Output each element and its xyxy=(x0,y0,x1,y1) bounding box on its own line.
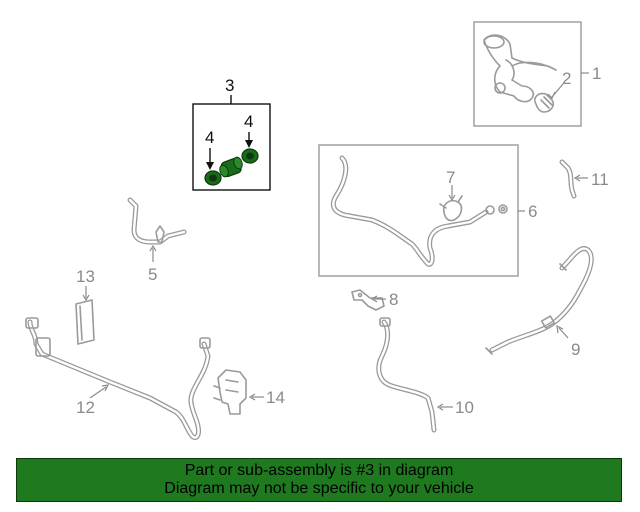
part-group-4b[interactable]: 4 xyxy=(241,112,259,164)
part-9-leader xyxy=(558,327,569,339)
part-4a-label: 4 xyxy=(205,128,214,147)
part-1-reservoir xyxy=(483,34,557,103)
part-3-connector xyxy=(219,156,243,178)
part-10-fitting xyxy=(379,317,391,327)
part-14-bracket xyxy=(217,369,247,415)
part-4b-arrowhead xyxy=(245,140,253,148)
part-4b-seal-ring xyxy=(241,148,259,164)
part-12-fitting-left xyxy=(25,317,39,329)
part-8-bracket xyxy=(351,289,385,311)
part-9-end xyxy=(485,263,567,355)
part-8-arrowhead xyxy=(370,295,378,303)
part-3-box xyxy=(192,103,271,191)
part-6-washer xyxy=(498,204,508,214)
part-11-label: 11 xyxy=(591,170,609,189)
part-9-arrowhead xyxy=(556,324,564,334)
part-8-hole xyxy=(357,292,363,298)
part-8-label: 8 xyxy=(389,290,398,309)
part-group-4a[interactable]: 4 xyxy=(204,128,222,186)
part-9-label: 9 xyxy=(571,340,580,359)
part-12-leader xyxy=(89,386,107,399)
part-1-port xyxy=(494,82,506,94)
part-1-neck xyxy=(483,35,505,49)
part-2-arrowhead xyxy=(547,91,556,100)
part-11-arrowhead xyxy=(573,174,581,182)
part-6-pipe xyxy=(330,155,489,267)
part-9-clip xyxy=(540,315,556,329)
part-5-arrowhead xyxy=(149,244,157,252)
part-4a-seal-ring xyxy=(204,170,222,186)
part-13-plate-edge xyxy=(79,305,83,341)
part-4a-arrowhead xyxy=(206,162,214,170)
part-6-washer-hole xyxy=(500,206,506,212)
part-1-hose xyxy=(511,61,553,69)
part-5-label: 5 xyxy=(148,265,157,284)
part-group-3[interactable]: 3 xyxy=(192,76,271,191)
part-12-fitting-right xyxy=(199,337,211,349)
part-7-clamp xyxy=(442,199,463,222)
part-group-9[interactable]: 9 xyxy=(485,246,594,359)
part-7-clamp-tab xyxy=(439,195,463,209)
part-group-1[interactable]: 1 xyxy=(473,21,601,127)
part-5-fitting xyxy=(155,225,165,243)
part-1-box xyxy=(473,21,582,127)
part-7-arrowhead xyxy=(448,194,456,202)
part-group-2[interactable]: 2 xyxy=(533,69,572,113)
part-12-label: 12 xyxy=(76,398,95,417)
banner-line-2: Diagram may not be specific to your vehi… xyxy=(164,480,474,497)
part-group-7[interactable]: 7 xyxy=(439,168,463,222)
part-group-5[interactable]: 5 xyxy=(127,197,187,284)
part-5-pipe-inner xyxy=(128,198,186,244)
part-6-label: 6 xyxy=(528,202,537,221)
part-13-arrowhead xyxy=(82,294,90,302)
part-4b-label: 4 xyxy=(244,112,253,131)
part-12-pipe xyxy=(27,319,211,440)
part-13-plate xyxy=(75,299,95,345)
part-2-cap-ribs xyxy=(540,96,553,109)
part-10-pipe-inner xyxy=(377,320,436,432)
part-2-cap xyxy=(533,92,555,113)
part-12-arrowhead xyxy=(101,384,110,392)
part-13-label: 13 xyxy=(76,267,95,286)
banner-background xyxy=(16,458,622,502)
part-14-arrowhead xyxy=(248,393,256,401)
banner-line-1: Part or sub-assembly is #3 in diagram xyxy=(184,462,454,479)
part-9-hose-inner xyxy=(490,247,593,352)
part-14-label: 14 xyxy=(266,388,285,407)
part-group-13[interactable]: 13 xyxy=(75,267,95,345)
part-10-label: 10 xyxy=(455,398,474,417)
part-group-8[interactable]: 8 xyxy=(351,289,398,311)
part-6-pipe-inner xyxy=(332,156,488,266)
part-group-6[interactable]: 6 xyxy=(318,144,537,277)
part-group-14[interactable]: 14 xyxy=(213,369,285,415)
part-6-end-fitting xyxy=(485,205,495,215)
part-10-arrowhead xyxy=(436,403,444,411)
part-9-hose xyxy=(489,246,594,353)
part-2-label: 2 xyxy=(562,69,571,88)
part-3-label: 3 xyxy=(225,76,234,95)
part-group-12[interactable]: 12 xyxy=(25,317,211,440)
part-group-10[interactable]: 10 xyxy=(376,317,474,433)
part-1-label: 1 xyxy=(592,64,601,83)
part-11-hose-inner xyxy=(560,160,576,198)
part-12-block xyxy=(35,337,51,357)
info-banner: Part or sub-assembly is #3 in diagram Di… xyxy=(16,458,622,502)
part-14-bracket-detail xyxy=(213,379,239,401)
part-group-11[interactable]: 11 xyxy=(559,159,609,199)
part-7-label: 7 xyxy=(446,168,455,187)
